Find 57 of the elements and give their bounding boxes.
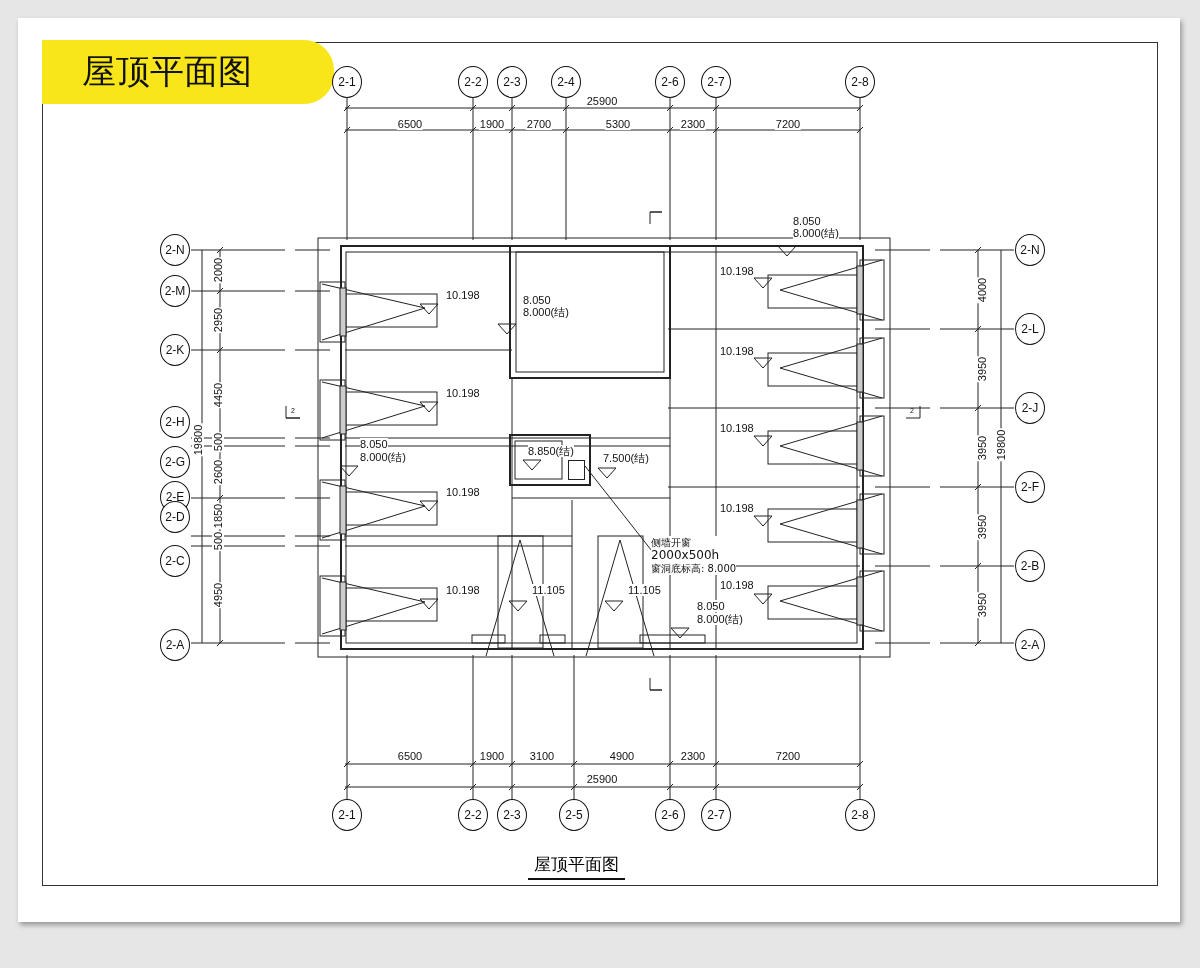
title-banner: 屋顶平面图 <box>42 40 334 104</box>
dimension-text: 1850 <box>212 502 224 530</box>
dimension-text: 7200 <box>774 118 802 130</box>
dimension-text: 4450 <box>212 381 224 409</box>
elevation-text: 10.198 <box>446 486 480 498</box>
elevation-text: 8.000(结) <box>697 613 743 625</box>
elevation-text: 10.198 <box>720 422 754 434</box>
dimension-text: 19800 <box>192 423 204 457</box>
elevation-text: 10.198 <box>446 584 480 596</box>
drawing-caption: 屋顶平面图 <box>528 853 625 880</box>
dimension-text: 3950 <box>976 355 988 383</box>
dimension-text: 7200 <box>774 750 802 762</box>
elevation-text: 7.500(结) <box>603 452 649 464</box>
dimension-text: 4900 <box>608 750 636 762</box>
note-text: 窗洞底标高: 8.000 <box>651 562 737 575</box>
dimension-text: 2700 <box>525 118 553 130</box>
dimension-text: 1900 <box>478 118 506 130</box>
elevation-text: 8.050 <box>793 215 821 227</box>
elevation-text: 10.198 <box>720 579 754 591</box>
elevation-text: 10.198 <box>720 345 754 357</box>
dimension-text: 4950 <box>212 581 224 609</box>
dimension-text: 6500 <box>396 750 424 762</box>
dimension-text: 2300 <box>679 118 707 130</box>
dimension-text: 19800 <box>995 428 1007 462</box>
elevation-text: 10.198 <box>446 289 480 301</box>
dimension-text: 25900 <box>585 95 619 107</box>
dimension-text: 4000 <box>976 276 988 304</box>
elevation-text: 11.105 <box>628 584 661 596</box>
elevation-text: 10.198 <box>720 265 754 277</box>
dimension-text: 3100 <box>528 750 556 762</box>
elevation-text: 8.000(结) <box>793 227 839 239</box>
window-opening <box>568 460 585 480</box>
dimension-text: 6500 <box>396 118 424 130</box>
dimension-text: 3950 <box>976 513 988 541</box>
dimension-text: 500 <box>212 530 224 552</box>
note-text: 2000x500h <box>651 549 721 562</box>
elevation-text: 8.000(结) <box>360 451 406 463</box>
leader-line <box>584 465 652 551</box>
dimension-text: 2600 <box>212 458 224 486</box>
dimension-text: 500 <box>212 431 224 453</box>
dimension-text: 3950 <box>976 434 988 462</box>
elevation-text: 8.050 <box>523 294 551 306</box>
elevation-text: 11.105 <box>532 584 565 596</box>
note-text: 侧墙开窗 <box>651 536 692 549</box>
elevation-text: 10.198 <box>446 387 480 399</box>
dimension-text: 25900 <box>585 773 619 785</box>
elevation-text: 10.198 <box>720 502 754 514</box>
elevation-text: 8.050 <box>360 438 388 450</box>
dimension-text: 1900 <box>478 750 506 762</box>
dimension-text: 3950 <box>976 591 988 619</box>
dimension-text: 2950 <box>212 306 224 334</box>
elevation-text: 8.050 <box>697 600 725 612</box>
dimension-text: 2300 <box>679 750 707 762</box>
dimension-text: 5300 <box>604 118 632 130</box>
dimension-text: 2000 <box>212 256 224 284</box>
elevation-text: 8.000(结) <box>523 306 569 318</box>
elevation-text: 8.850(结) <box>528 445 574 457</box>
